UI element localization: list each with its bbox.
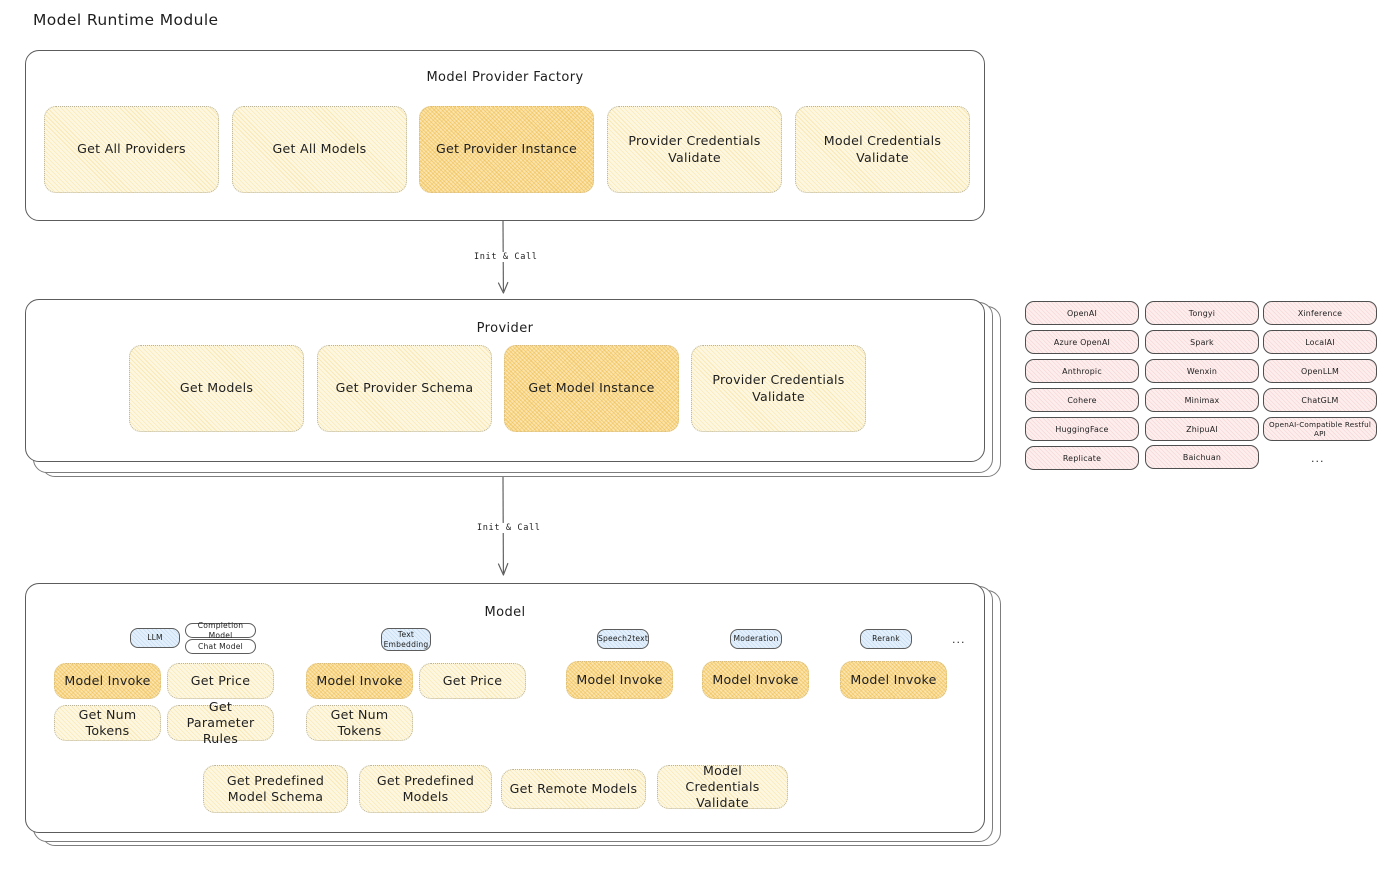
provider-chip-anthropic[interactable]: Anthropic	[1025, 359, 1139, 383]
model-types-ellipsis: ...	[952, 633, 966, 646]
llm-method-get-price[interactable]: Get Price	[167, 663, 274, 699]
connector-label-init-and-call-2: Init & Call	[474, 523, 544, 533]
speech2text-method-model-invoke[interactable]: Model Invoke	[566, 661, 673, 699]
factory-box-get-all-models[interactable]: Get All Models	[232, 106, 407, 193]
provider-chip-openai-compatible-restful-api[interactable]: OpenAI-Compatible Restful API	[1263, 417, 1377, 441]
model-subchip-chat-model[interactable]: Chat Model	[185, 639, 256, 654]
provider-chip-wenxin[interactable]: Wenxin	[1145, 359, 1259, 383]
provider-chip-huggingface[interactable]: HuggingFace	[1025, 417, 1139, 441]
llm-method-get-num-tokens[interactable]: Get Num Tokens	[54, 705, 161, 741]
factory-box-model-credentials-validate[interactable]: Model Credentials Validate	[795, 106, 970, 193]
model-title: Model	[484, 605, 526, 620]
model-shared-method-model-credentials-validate[interactable]: Model Credentials Validate	[657, 763, 788, 810]
provider-chip-spark[interactable]: Spark	[1145, 330, 1259, 354]
factory-box-provider-credentials-validate[interactable]: Provider Credentials Validate	[607, 106, 782, 193]
provider-chip-openai[interactable]: OpenAI	[1025, 301, 1139, 325]
llm-method-get-parameter-rules[interactable]: Get Parameter Rules	[167, 699, 274, 746]
provider-chip-azure-openai[interactable]: Azure OpenAI	[1025, 330, 1139, 354]
factory-box-get-provider-instance[interactable]: Get Provider Instance	[419, 106, 594, 193]
model-subchip-completion-model[interactable]: Completion Model	[185, 621, 256, 640]
provider-chip-zhipuai[interactable]: ZhipuAI	[1145, 417, 1259, 441]
provider-chip-chatglm[interactable]: ChatGLM	[1263, 388, 1377, 412]
page-title: Model Runtime Module	[33, 11, 219, 29]
provider-box-get-models[interactable]: Get Models	[129, 345, 304, 432]
connector-label-init-and-call-1: Init & Call	[471, 252, 541, 262]
text-embedding-method-get-num-tokens[interactable]: Get Num Tokens	[306, 705, 413, 741]
text-embedding-method-model-invoke[interactable]: Model Invoke	[306, 663, 413, 699]
provider-chip-replicate[interactable]: Replicate	[1025, 446, 1139, 470]
provider-chip-openllm[interactable]: OpenLLM	[1263, 359, 1377, 383]
provider-box-provider-credentials-validate[interactable]: Provider Credentials Validate	[691, 345, 866, 432]
model-shared-method-get-remote-models[interactable]: Get Remote Models	[501, 769, 646, 809]
provider-chip-xinference[interactable]: Xinference	[1263, 301, 1377, 325]
model-type-chip-text-embedding[interactable]: Text Embedding	[381, 628, 431, 651]
moderation-method-model-invoke[interactable]: Model Invoke	[702, 661, 809, 699]
provider-list-ellipsis: ...	[1311, 452, 1325, 465]
model-provider-factory-title: Model Provider Factory	[426, 70, 584, 85]
model-type-chip-llm[interactable]: LLM	[130, 628, 180, 648]
model-type-chip-speech2text[interactable]: Speech2text	[597, 629, 649, 649]
provider-box-get-provider-schema[interactable]: Get Provider Schema	[317, 345, 492, 432]
provider-title: Provider	[476, 321, 534, 336]
model-type-chip-moderation[interactable]: Moderation	[730, 629, 782, 649]
rerank-method-model-invoke[interactable]: Model Invoke	[840, 661, 947, 699]
provider-chip-cohere[interactable]: Cohere	[1025, 388, 1139, 412]
model-shared-method-get-predefined-models[interactable]: Get Predefined Models	[359, 765, 492, 813]
provider-chip-tongyi[interactable]: Tongyi	[1145, 301, 1259, 325]
factory-box-get-all-providers[interactable]: Get All Providers	[44, 106, 219, 193]
provider-chip-baichuan[interactable]: Baichuan	[1145, 445, 1259, 469]
model-type-chip-rerank[interactable]: Rerank	[860, 629, 912, 649]
model-shared-method-get-predefined-model-schema[interactable]: Get Predefined Model Schema	[203, 765, 348, 813]
provider-box-get-model-instance[interactable]: Get Model Instance	[504, 345, 679, 432]
provider-chip-localai[interactable]: LocalAI	[1263, 330, 1377, 354]
text-embedding-method-get-price[interactable]: Get Price	[419, 663, 526, 699]
provider-chip-minimax[interactable]: Minimax	[1145, 388, 1259, 412]
llm-method-model-invoke[interactable]: Model Invoke	[54, 663, 161, 699]
